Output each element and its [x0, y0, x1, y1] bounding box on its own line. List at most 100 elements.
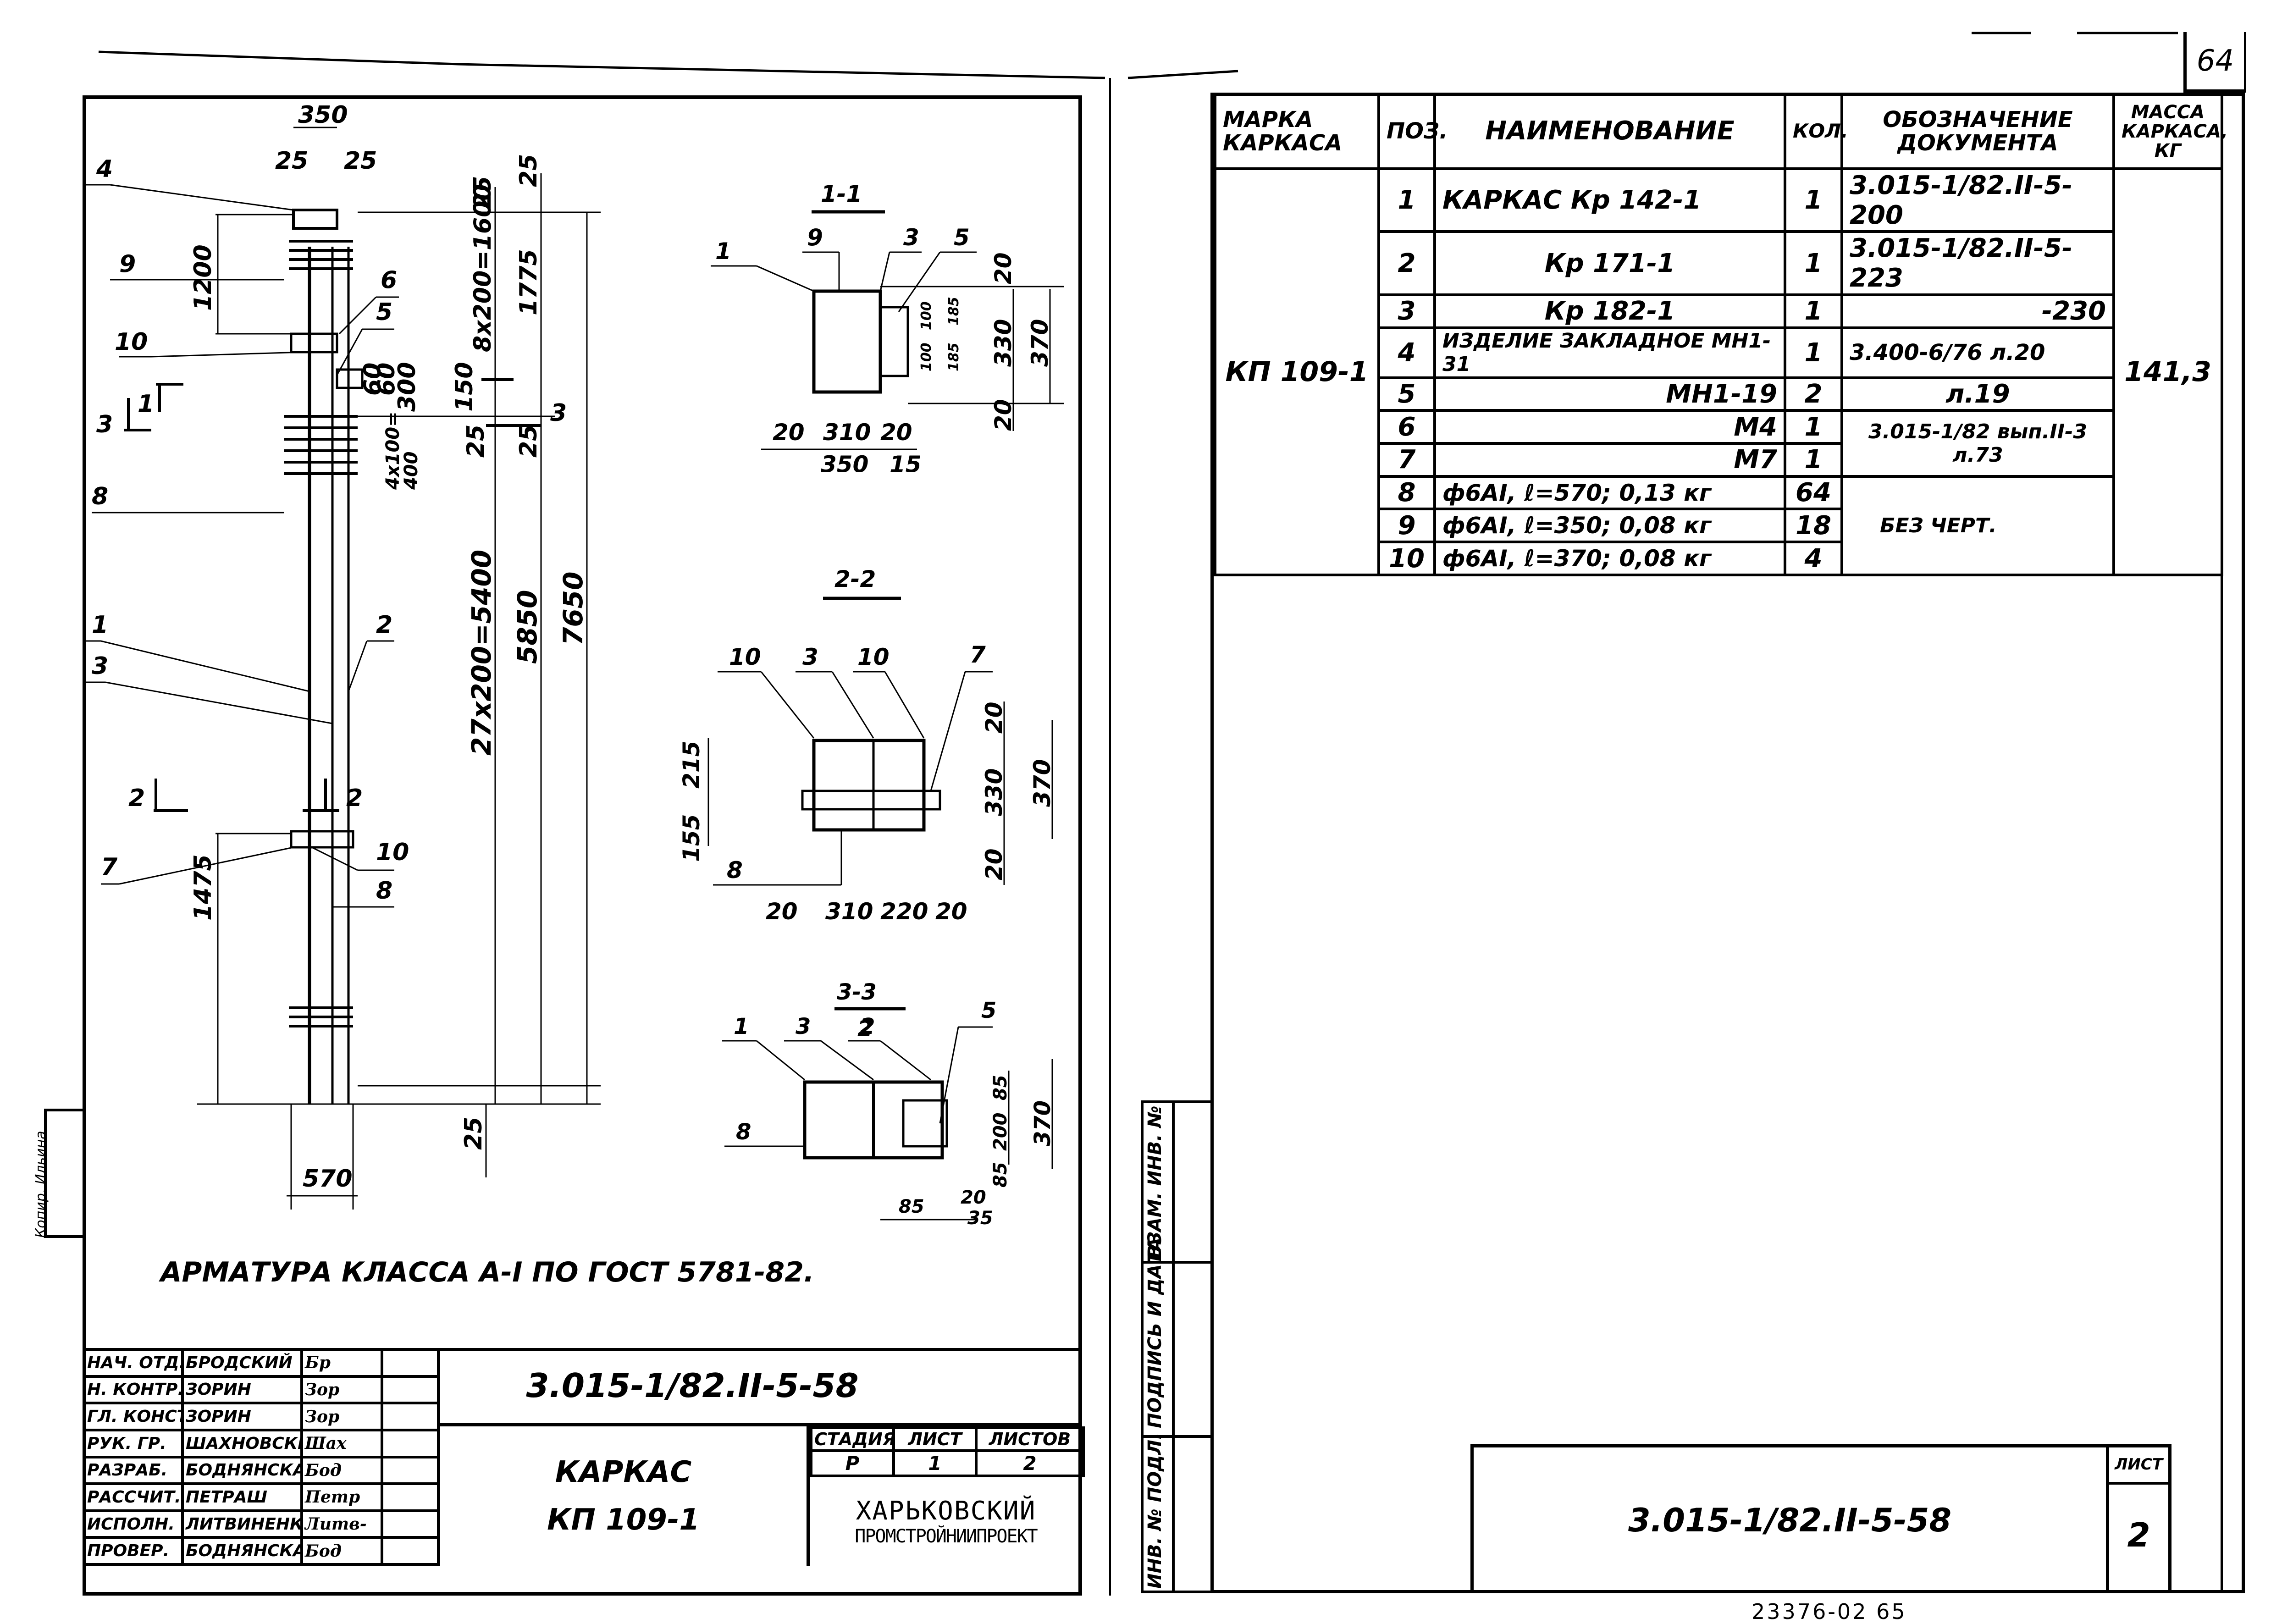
- dim-1475: 1475: [189, 854, 217, 921]
- callout-9: 9: [119, 250, 136, 278]
- callout-6: 6: [381, 266, 397, 294]
- signature: Петр: [300, 1482, 383, 1512]
- title-block-top-border: [83, 1348, 1082, 1351]
- signature: Бр: [300, 1348, 383, 1378]
- section-mark-2-left: 2: [128, 784, 145, 812]
- section-2-2-callout-3: 3: [802, 644, 818, 670]
- section-3-3-callout-2: 2: [857, 1016, 873, 1042]
- section-2-2-dim-330: 330: [981, 768, 1007, 816]
- table-row: КП 109-1 1 КАРКАС Кр 142-1 1 3.015-1/82.…: [1214, 167, 2223, 576]
- section-1-1-dim-100b: 100: [918, 342, 934, 371]
- section-3-3-dim-370: 370: [1030, 1100, 1055, 1146]
- section-1-1-callout-9: 9: [807, 224, 823, 251]
- dim-60a: 60: [359, 363, 387, 396]
- dim-spacing-top: 8x200=1600: [469, 184, 497, 352]
- dim-top-edge-left: 25: [275, 147, 308, 175]
- section-2-2-dim-370: 370: [1029, 759, 1055, 807]
- section-1-1-callout-5: 5: [954, 224, 970, 251]
- embedded-plate-5: [336, 368, 364, 389]
- section-1-1-plate: [879, 306, 909, 377]
- cell-mark: КП 109-1: [1214, 167, 1380, 576]
- bottom-code-box: 3.015-1/82.II-5-58: [1470, 1444, 2109, 1593]
- copy-stamp-text: Копир. Ильина: [33, 1131, 49, 1238]
- callout-10-top: 10: [115, 328, 148, 356]
- section-1-1-dim-370: 370: [1027, 319, 1053, 367]
- dim-25-top-a: 25: [469, 176, 497, 209]
- section-2-2-dim-20d: 20: [981, 848, 1007, 880]
- section-1-1: 1-1 1 9 3 5 20 310 20 350 15 20 330 370 …: [711, 181, 1064, 472]
- stamp-sep-2: [1141, 1435, 1210, 1438]
- section-1-1-dim-310: 310: [823, 419, 871, 446]
- drawing-title-line1: КАРКАС: [555, 1455, 692, 1489]
- section-3-3-dim-85b: 85: [990, 1162, 1011, 1188]
- col-header-qty: КОЛ.: [1784, 93, 1848, 170]
- section-1-1-dim-20b: 20: [880, 419, 912, 446]
- dim-7650: 7650: [558, 572, 589, 646]
- callout-4: 4: [96, 155, 113, 183]
- page-number: 64: [2196, 44, 2234, 78]
- bottom-document-code: 3.015-1/82.II-5-58: [1628, 1502, 1952, 1539]
- dim-25-mid-b: 25: [515, 425, 542, 458]
- signature: Бод: [300, 1455, 383, 1486]
- section-3-3-dim-20: 20: [961, 1187, 986, 1208]
- stamp-column-divider: [1172, 1100, 1175, 1593]
- section-1-1-dim-185b: 185: [946, 342, 962, 371]
- dim-5850: 5850: [512, 590, 543, 664]
- section-1-1-dim-20d: 20: [990, 399, 1017, 431]
- stamp-label-orig-inv: ИНВ. № ПОДЛ.: [1144, 1432, 1166, 1589]
- section-mark-1: 1: [138, 390, 154, 418]
- section-2-2-callout-8: 8: [727, 857, 743, 884]
- embedded-plate-4: [292, 209, 338, 230]
- title-block-row: ИСПОЛН.ЛИТВИНЕНКОЛитв-: [83, 1509, 440, 1539]
- dim-spacing-main: 27x200=5400: [466, 550, 497, 756]
- signature: Бод: [300, 1536, 383, 1566]
- sheets-value: 2: [975, 1449, 1085, 1477]
- section-mark-3-left: 3: [96, 411, 113, 438]
- dim-bottom-width: 570: [303, 1165, 353, 1193]
- section-3-3-callout-8: 8: [736, 1119, 751, 1145]
- section-2-2-callout-7: 7: [970, 641, 986, 668]
- callout-10-bottom: 10: [376, 839, 409, 866]
- dim-top-edge-right: 25: [344, 147, 377, 175]
- section-mark-3-right: 3: [550, 399, 567, 427]
- section-1-1-dim-20c: 20: [990, 252, 1017, 284]
- dim-300: 300: [393, 362, 421, 412]
- dim-400: 400: [401, 452, 422, 491]
- section-2-2-dim-155: 155: [678, 814, 705, 862]
- section-2-2-dim-20b: 20: [935, 898, 967, 925]
- section-1-1-dim-330: 330: [990, 319, 1017, 367]
- section-3-3-dim-85a: 85: [990, 1075, 1011, 1100]
- section-1-1-dim-15: 15: [890, 451, 922, 472]
- title-block-name-cell: КАРКАС КП 109-1: [437, 1426, 810, 1566]
- dim-25-bottom: 25: [460, 1117, 487, 1150]
- section-1-1-dim-185a: 185: [946, 297, 962, 326]
- section-3-3-plate-5: [902, 1099, 948, 1148]
- embedded-plate-7: [290, 830, 354, 849]
- bottom-sheet-label: ЛИСТ: [2109, 1447, 2168, 1485]
- section-3-3-callout-3: 3: [796, 1014, 811, 1039]
- title-block-row: РУК. ГР.ШАХНОВСКИЙШах: [83, 1428, 440, 1458]
- embedded-plate-6: [290, 332, 338, 354]
- drawing-title-line2: КП 109-1: [547, 1503, 700, 1537]
- bottom-sheet-box: ЛИСТ 2: [2106, 1444, 2171, 1593]
- scan-top-edge-mid: [1127, 70, 1238, 79]
- document-code: 3.015-1/82.II-5-58: [526, 1366, 859, 1405]
- copy-stamp-box: [44, 1109, 86, 1238]
- section-2-2-dim-215: 215: [678, 741, 705, 789]
- section-mark-2-right: 2: [346, 784, 363, 812]
- callout-1: 1: [92, 611, 108, 639]
- section-3-3-title: 3-3: [837, 979, 877, 1005]
- dim-4x100: 4x100=: [382, 411, 403, 490]
- left-sheet-frame: [83, 95, 1082, 1596]
- dim-top-width: 350: [298, 101, 348, 129]
- stage-value: Р: [810, 1449, 895, 1477]
- title-block-row: ПРОВЕР.БОДНЯНСКАЯБод: [83, 1536, 440, 1566]
